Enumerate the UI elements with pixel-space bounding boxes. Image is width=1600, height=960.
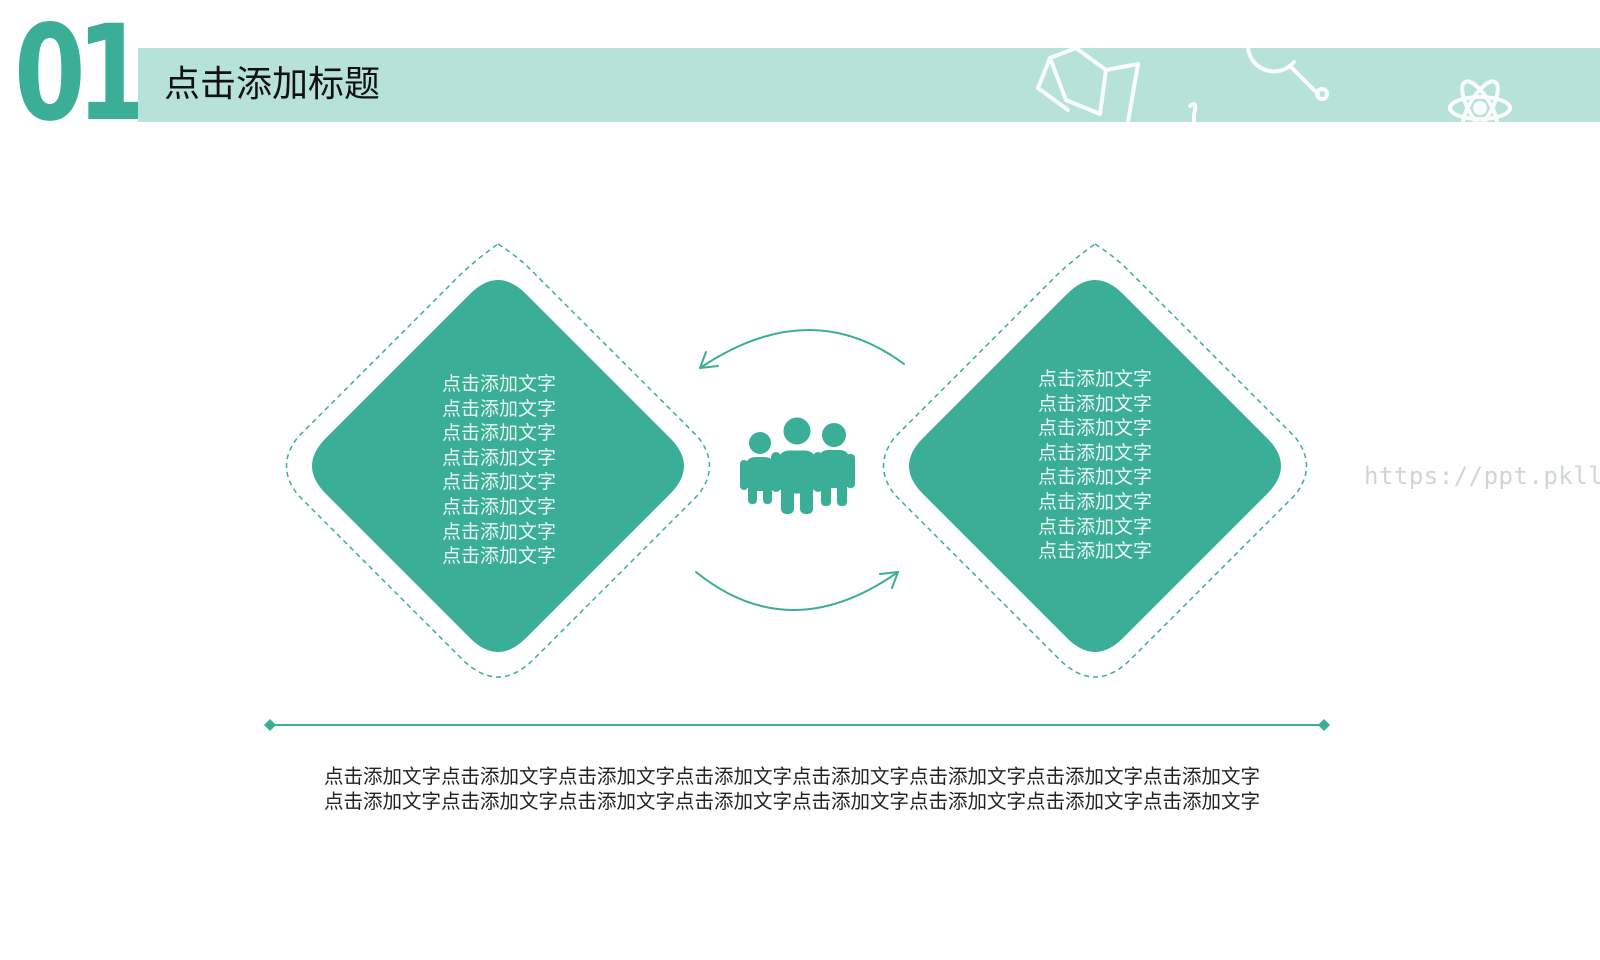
bottom-arrowhead: [879, 571, 899, 589]
title-band: 点击添加标题: [138, 48, 1600, 122]
watermark: https://ppt.pkll.de: [1364, 462, 1600, 490]
left-text-line: 点击添加文字: [441, 422, 556, 445]
hook-icon: [1188, 102, 1198, 122]
left-diamond-fill: [312, 280, 684, 652]
right-text-line: 点击添加文字: [1037, 368, 1152, 390]
band-doodles: [1036, 48, 1512, 122]
right-text-line: 点击添加文字: [1037, 490, 1152, 513]
left-text-line: 点击添加文字: [441, 397, 556, 420]
left-diamond: [285, 243, 711, 678]
paragraph-line: 点击添加文字点击添加文字点击添加文字点击添加文字点击添加文字点击添加文字点击添加…: [323, 790, 1260, 813]
divider-left-diamond: [264, 719, 276, 731]
right-diamond-outline: [882, 243, 1308, 678]
right-text-line: 点击添加文字: [1037, 540, 1152, 563]
right-diamond-text: 点击添加文字 点击添加文字 点击添加文字 点击添加文字 点击添加文字 点击添加文…: [1022, 367, 1168, 564]
right-diamond: [882, 243, 1308, 678]
right-text-line: 点击添加文字: [1037, 466, 1152, 489]
left-diamond-text: 点击添加文字 点击添加文字 点击添加文字 点击添加文字 点击添加文字 点击添加文…: [426, 372, 572, 569]
right-text-line: 点击添加文字: [1037, 392, 1152, 415]
atom-icon: [1448, 79, 1512, 122]
left-text-line: 点击添加文字: [441, 520, 556, 543]
top-arrow: [699, 329, 905, 369]
book-icon: [1036, 48, 1140, 122]
paragraph-line: 点击添加文字点击添加文字点击添加文字点击添加文字点击添加文字点击添加文字点击添加…: [323, 765, 1260, 788]
right-text-line: 点击添加文字: [1037, 441, 1152, 464]
left-text-line: 点击添加文字: [441, 545, 556, 568]
bottom-arrow: [695, 571, 899, 611]
left-text-line: 点击添加文字: [441, 446, 556, 469]
right-text-line: 点击添加文字: [1037, 515, 1152, 538]
people-group-icon: [740, 414, 855, 514]
divider-right-diamond: [1318, 719, 1330, 731]
left-text-line: 点击添加文字: [441, 373, 556, 395]
body-paragraph: 点击添加文字点击添加文字点击添加文字点击添加文字点击添加文字点击添加文字点击添加…: [292, 764, 1292, 814]
left-diamond-outline: [285, 243, 711, 678]
top-arrowhead: [699, 351, 719, 369]
right-diamond-fill: [909, 280, 1281, 652]
divider: [264, 719, 1330, 731]
left-text-line: 点击添加文字: [441, 495, 556, 518]
right-text-line: 点击添加文字: [1037, 417, 1152, 440]
left-text-line: 点击添加文字: [441, 471, 556, 494]
page-title: 点击添加标题: [164, 64, 381, 105]
magnifier-icon: [1246, 48, 1329, 101]
